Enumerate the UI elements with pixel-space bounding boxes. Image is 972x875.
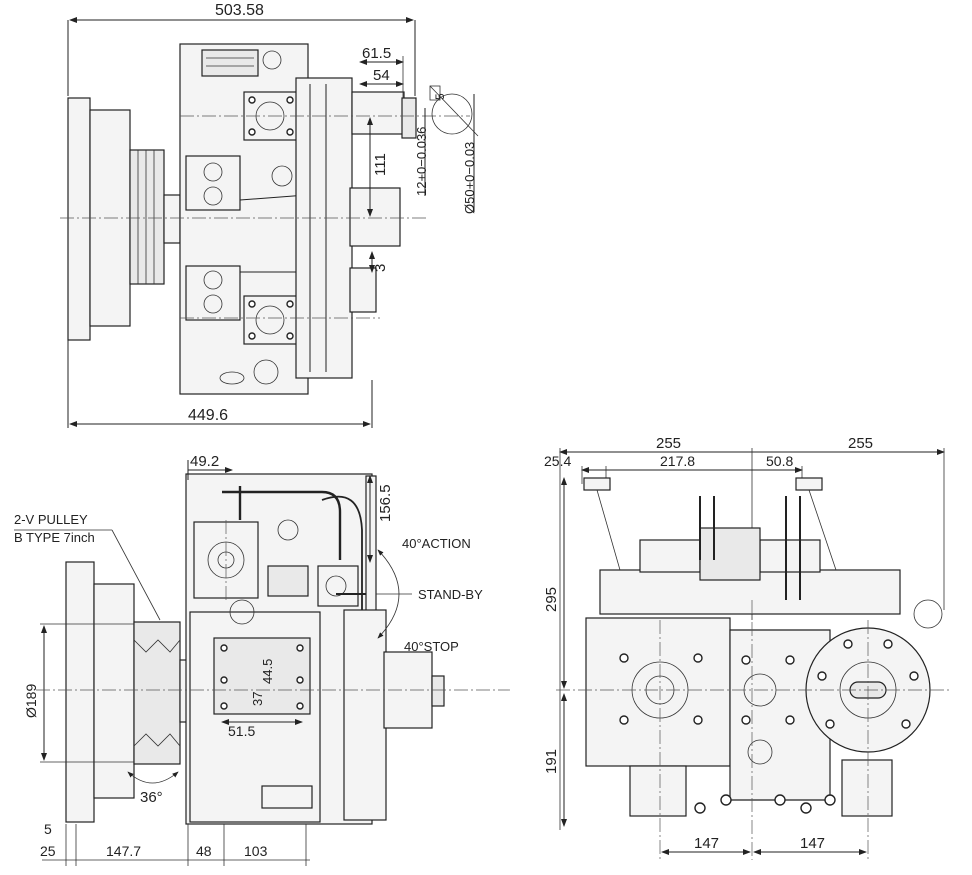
pulley-body — [93, 583, 135, 799]
pump-housing-left — [585, 617, 731, 767]
dim-255-left: 255 — [656, 435, 681, 452]
dim-49-2: 49.2 — [190, 453, 219, 470]
dim-156-5: 156.5 — [377, 484, 394, 522]
dim-217-8: 217.8 — [660, 453, 695, 469]
shaft-coupler — [351, 91, 405, 135]
dim-111: 111 — [372, 153, 389, 176]
dim-255-right: 255 — [848, 435, 873, 452]
dim-147-left: 147 — [694, 835, 719, 852]
control-valve-upper — [185, 155, 241, 211]
lever-stop-label: 40°STOP — [404, 639, 459, 654]
dim-25-4: 25.4 — [544, 453, 571, 469]
dim-3: 3 — [372, 264, 389, 272]
dim-37: 37 — [250, 692, 265, 706]
dim-pulley-diameter: Ø189 — [23, 684, 39, 718]
top-view: 503.58 — [60, 2, 479, 428]
side-view: 2-V PULLEY B TYPE 7inch Ø189 36° — [14, 453, 510, 866]
dim-44-5: 44.5 — [260, 659, 275, 684]
dim-5-top: 5 — [433, 93, 447, 100]
dim-147-7: 147.7 — [106, 843, 141, 859]
dim-54: 54 — [373, 67, 390, 84]
lever-standby-label: STAND-BY — [418, 587, 483, 602]
dim-147-right: 147 — [800, 835, 825, 852]
front-view: 255 255 25.4 217.8 50.8 295 191 — [543, 435, 952, 860]
charge-pump — [349, 187, 401, 247]
dim-51-5: 51.5 — [228, 723, 255, 739]
shaft-diameter-tolerance: Ø50+0−0.03 — [462, 142, 477, 214]
key-width-tolerance: 12+0−0.036 — [414, 127, 429, 196]
pulley-label-line2: B TYPE 7inch — [14, 530, 95, 545]
dim-overall-width: 503.58 — [215, 2, 264, 19]
pulley-label-line1: 2-V PULLEY — [14, 512, 88, 527]
dim-angle-36: 36° — [140, 789, 163, 806]
dim-50-8: 50.8 — [766, 453, 793, 469]
charge-housing — [343, 609, 387, 821]
control-valve-lower — [185, 265, 241, 321]
dim-bottom-width: 449.6 — [188, 407, 228, 424]
port-plate — [213, 637, 311, 715]
pulley-grooves — [129, 149, 165, 285]
dim-295: 295 — [543, 587, 560, 612]
flywheel-disk — [67, 97, 91, 341]
dim-61-5: 61.5 — [362, 45, 391, 62]
linkage-housing — [295, 77, 353, 379]
dim-103: 103 — [244, 843, 268, 859]
dim-48: 48 — [196, 843, 212, 859]
dim-25-side: 25 — [40, 843, 56, 859]
lever-action-label: 40°ACTION — [402, 536, 471, 551]
pulley-flange — [65, 561, 95, 823]
dim-5-side: 5 — [44, 821, 52, 837]
nameplate — [201, 49, 259, 77]
control-lever-body — [317, 565, 359, 607]
pulley-vbelt-grooves — [133, 621, 181, 765]
shaft-end-circle — [431, 93, 473, 135]
dim-191: 191 — [543, 749, 560, 774]
lifting-eye — [229, 599, 255, 625]
